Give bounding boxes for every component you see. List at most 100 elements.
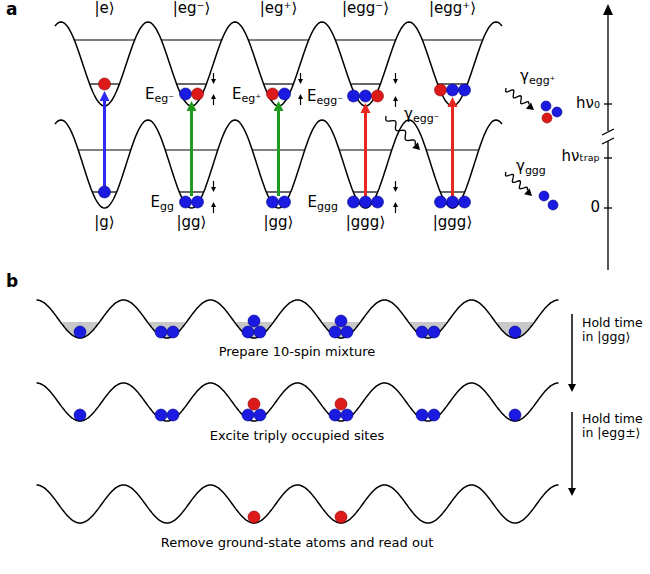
atom [74,409,86,421]
arrow-head [568,384,576,392]
arrow-shaft [190,109,193,196]
energy-level [177,83,207,84]
atom [74,326,86,338]
energy-shift: Eggg [308,194,338,214]
arrow-shaft [300,98,301,105]
atom [192,196,204,208]
arrow-head [524,188,532,196]
arrow-shaft [300,73,301,80]
arrow-shaft [395,206,396,213]
arrow-shaft [571,412,573,490]
state-ket: |gg⟩ [177,214,207,231]
arrow-head [187,101,197,111]
arrow-shaft [571,314,573,386]
atom [552,107,562,117]
atom [348,90,360,102]
panel-letter: a [6,0,17,20]
atom [335,511,347,523]
atom [459,84,471,96]
state-ket: |eg⁺⟩ [260,0,298,17]
atom [254,326,266,338]
atom [329,326,341,338]
arrow-head [393,79,398,84]
lattice-potential [55,22,502,106]
atom [539,191,549,201]
atom [267,196,279,208]
arrow-head [100,91,110,101]
atom [372,196,384,208]
atom [447,196,459,208]
atom [248,398,260,410]
arrow-head [274,101,284,111]
arrow-head [568,488,576,496]
filling-shade [37,300,559,338]
atom [248,315,260,327]
atom [360,196,372,208]
energy-level [264,83,294,84]
lattice-potential [37,383,559,421]
axis-break [602,138,614,144]
lattice-potential [37,300,559,338]
atom [180,196,192,208]
arrow-head [448,97,458,107]
arrow-shaft [277,109,280,196]
arrow-shaft [395,181,396,188]
arrow-head [526,103,534,110]
energy-axis [607,141,608,270]
step-caption: Excite triply occupied sites [210,429,384,444]
decay-rate: γegg⁻ [404,106,439,126]
energy-level [335,39,395,40]
state-ket: |gg⟩ [264,214,294,231]
state-ket: |ggg⟩ [346,214,385,231]
axis-tick [604,207,612,208]
atom [542,113,552,123]
step-caption: Prepare 10-spin mixture [219,345,376,360]
arrow-head [211,79,216,84]
atom [435,84,447,96]
arrow-shaft [395,100,396,107]
energy-shift: Eeg⁺ [232,86,261,106]
atom [447,84,459,96]
atom [509,326,521,338]
atom [155,409,167,421]
lattice-potential [37,485,559,523]
energy-level [422,39,482,40]
energy-shift: Egg [151,194,174,214]
atom [99,186,111,198]
decay-rate: γegg⁺ [520,68,555,88]
state-ket: |g⟩ [94,214,114,231]
energy-axis [607,14,608,131]
axis-label: hνₜᵣₐₚ [562,148,601,165]
state-ket: |eg⁻⟩ [173,0,211,17]
arrow-shaft [213,206,214,213]
decay-rate: γggg [516,158,546,178]
atom [341,326,353,338]
panel-letter: b [6,272,18,292]
state-ket: |e⟩ [94,0,114,17]
arrow-shaft [213,73,214,80]
atom [99,78,111,90]
energy-level [74,39,134,40]
atom [416,326,428,338]
arrow-head [412,142,420,150]
energy-level [351,83,381,84]
atom [267,88,279,100]
axis-break [602,129,614,135]
atom [242,409,254,421]
atom [180,88,192,100]
atom [509,409,521,421]
atom [192,88,204,100]
atom [428,326,440,338]
hold-note: Hold time in |egg±⟩ [582,412,646,441]
atom [541,101,551,111]
atom [279,88,291,100]
step-caption: Remove ground-state atoms and read out [161,536,434,551]
arrow-head [393,187,398,192]
atom [416,409,428,421]
atom [428,409,440,421]
atom [348,196,360,208]
arrow-head [298,94,303,99]
atom [548,200,558,210]
atom [335,315,347,327]
